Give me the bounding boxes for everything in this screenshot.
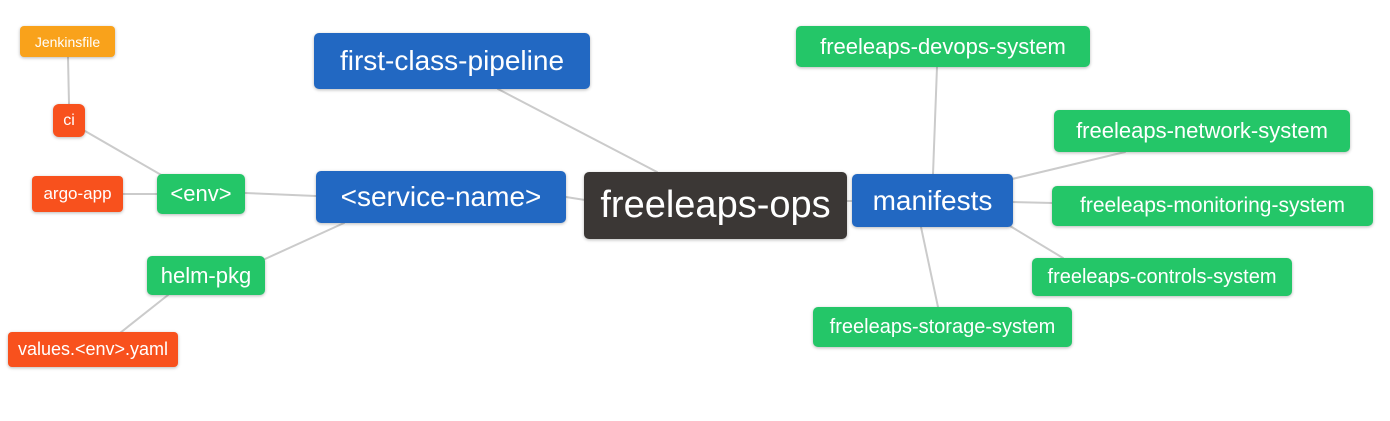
node-helm-pkg[interactable]: helm-pkg <box>147 256 265 295</box>
node-manifests[interactable]: manifests <box>852 174 1013 227</box>
node-argo-app[interactable]: argo-app <box>32 176 123 212</box>
node-freeleaps-network-system-label: freeleaps-network-system <box>1076 118 1328 143</box>
node-freeleaps-ops-label: freeleaps-ops <box>600 184 831 226</box>
node-freeleaps-controls-system[interactable]: freeleaps-controls-system <box>1032 258 1292 296</box>
edge-helm-pkg-service-name <box>264 222 345 260</box>
node-jenkinsfile[interactable]: Jenkinsfile <box>20 26 115 57</box>
node-values-env-yaml[interactable]: values.<env>.yaml <box>8 332 178 367</box>
edge-manifests-controls <box>1009 225 1064 259</box>
edge-jenkinsfile-ci <box>67 56 70 105</box>
node-jenkinsfile-label: Jenkinsfile <box>34 33 101 50</box>
edge-service-name-ops <box>565 196 586 201</box>
edge-manifests-monitoring <box>1011 201 1054 204</box>
node-freeleaps-ops[interactable]: freeleaps-ops <box>584 172 847 239</box>
node-freeleaps-network-system[interactable]: freeleaps-network-system <box>1054 110 1350 152</box>
edge-pipeline-ops <box>497 88 658 173</box>
edge-ci-env <box>84 130 164 177</box>
edge-env-service-name <box>244 192 317 197</box>
edge-manifests-devops <box>932 66 938 175</box>
node-ci[interactable]: ci <box>53 104 85 137</box>
node-freeleaps-devops-system[interactable]: freeleaps-devops-system <box>796 26 1090 67</box>
node-argo-app-label: argo-app <box>43 184 112 203</box>
node-freeleaps-storage-system-label: freeleaps-storage-system <box>829 315 1056 338</box>
node-manifests-label: manifests <box>872 184 993 216</box>
node-service-name-label: <service-name> <box>340 181 542 212</box>
node-freeleaps-controls-system-label: freeleaps-controls-system <box>1047 265 1277 288</box>
edge-manifests-network <box>1011 151 1126 180</box>
node-service-name[interactable]: <service-name> <box>316 171 566 223</box>
node-first-class-pipeline-label: first-class-pipeline <box>339 45 565 76</box>
edge-manifests-storage <box>920 226 939 308</box>
node-freeleaps-monitoring-system[interactable]: freeleaps-monitoring-system <box>1052 186 1373 226</box>
node-first-class-pipeline[interactable]: first-class-pipeline <box>314 33 590 89</box>
node-freeleaps-devops-system-label: freeleaps-devops-system <box>820 33 1066 59</box>
node-ci-label: ci <box>63 111 75 129</box>
node-env-label: <env> <box>170 181 232 206</box>
node-helm-pkg-label: helm-pkg <box>160 262 252 288</box>
node-env[interactable]: <env> <box>157 174 245 214</box>
edge-values-helm-pkg <box>119 294 169 334</box>
node-values-env-yaml-label: values.<env>.yaml <box>17 339 169 359</box>
node-freeleaps-storage-system[interactable]: freeleaps-storage-system <box>813 307 1072 347</box>
node-freeleaps-monitoring-system-label: freeleaps-monitoring-system <box>1080 194 1345 217</box>
